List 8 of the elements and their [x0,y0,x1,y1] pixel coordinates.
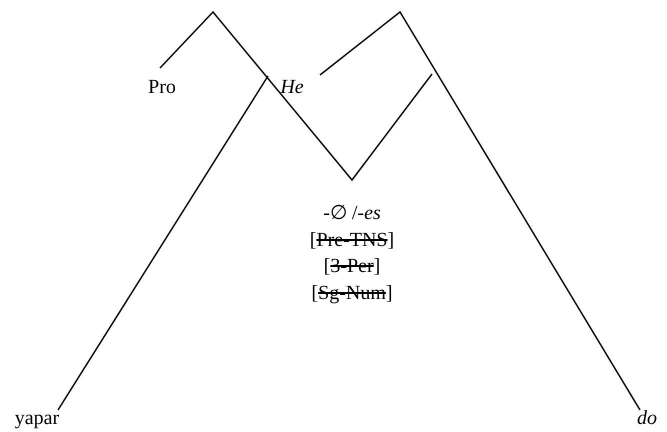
feature-label: [Pre-TNS] [310,228,394,252]
word-label: Pro [148,75,176,99]
word-label: yapar [14,406,60,430]
suffix-label: -∅ /-es [323,201,381,225]
word-label: He [280,75,304,99]
word-label: do [637,406,657,430]
feature-label: [Sg-Num] [311,281,393,305]
feature-label: [3-Per] [324,254,380,278]
